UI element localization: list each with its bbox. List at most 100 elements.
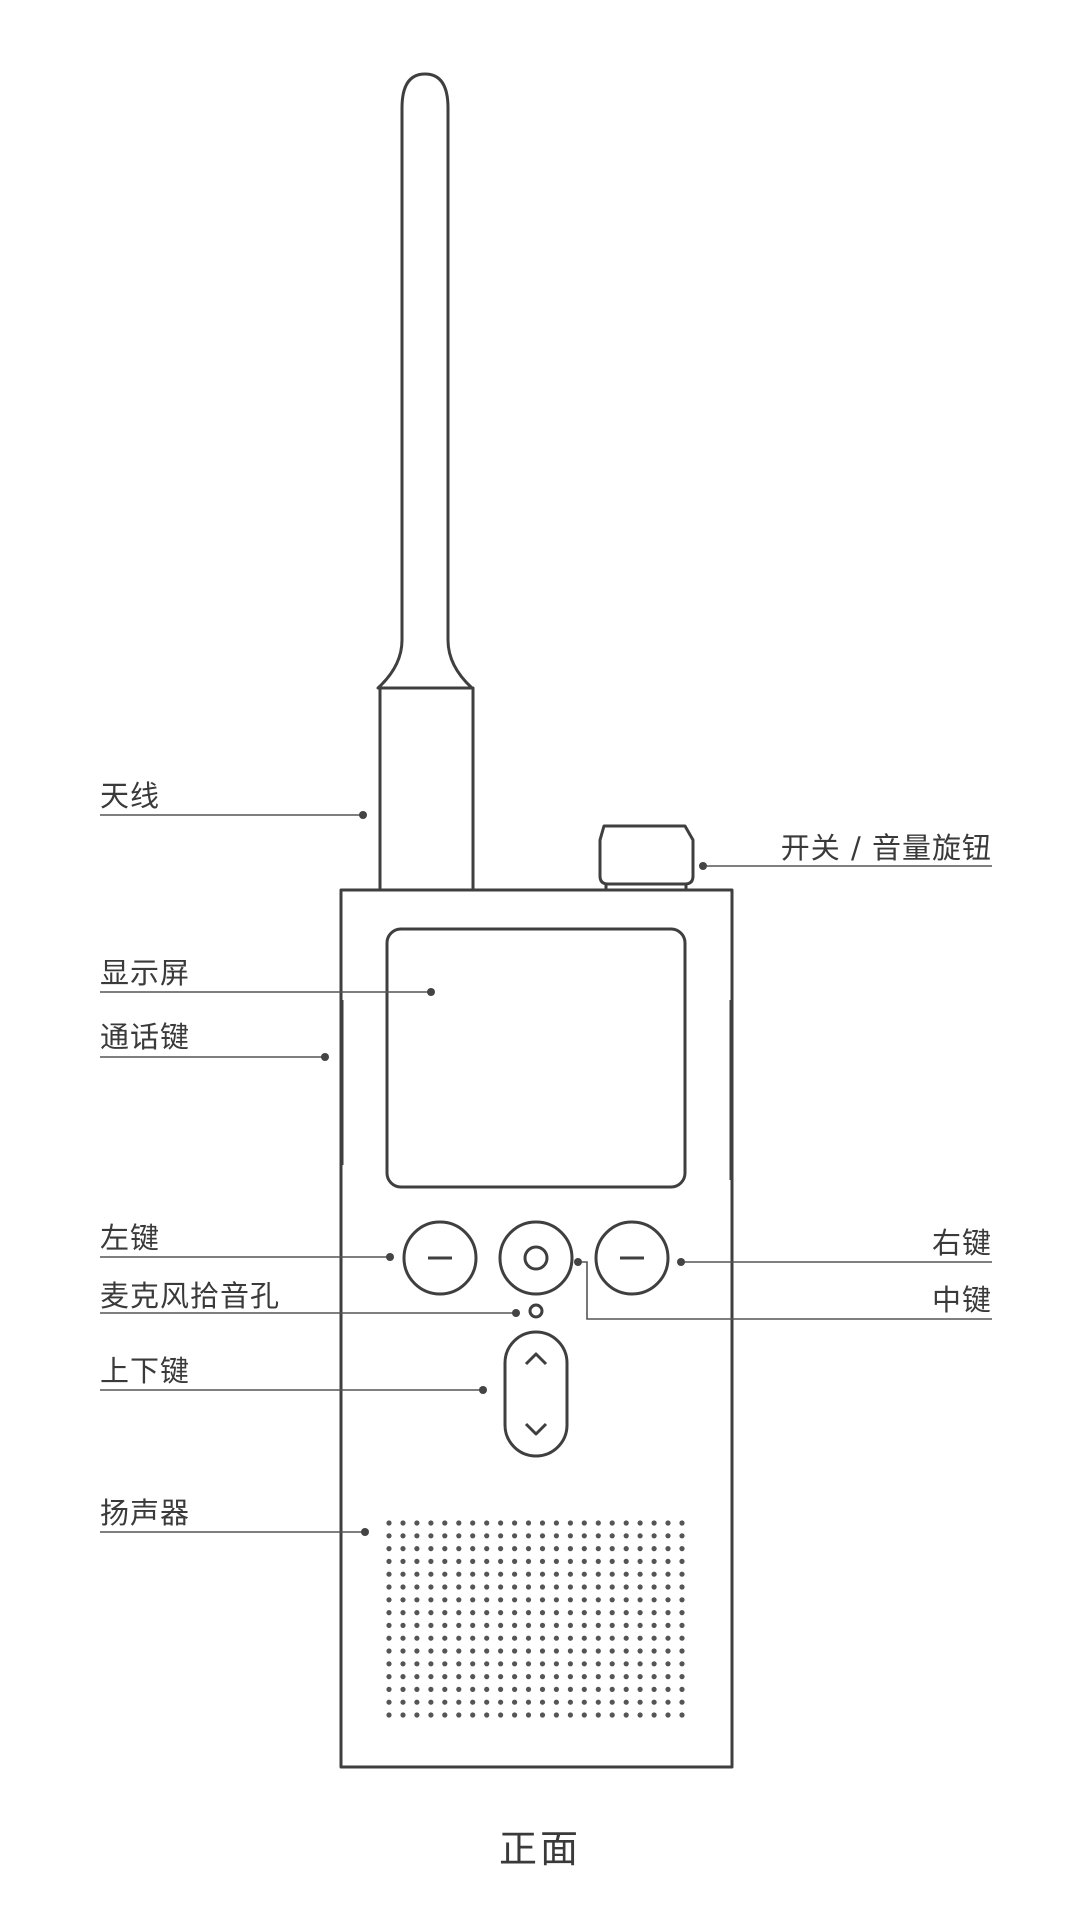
speaker-grille-dot <box>456 1712 462 1718</box>
speaker-grille-dot <box>609 1699 615 1705</box>
speaker-grille-dot <box>386 1622 392 1628</box>
speaker-grille-dot <box>498 1661 504 1667</box>
speaker-grille-dot <box>679 1546 685 1552</box>
speaker-grille-dot <box>442 1571 448 1577</box>
speaker-grille-dot <box>637 1712 643 1718</box>
speaker-grille-dot <box>651 1661 657 1667</box>
speaker-grille-dot <box>470 1546 476 1552</box>
speaker-grille-dot <box>511 1610 518 1616</box>
speaker-grille-dot <box>651 1610 657 1616</box>
walkie-talkie-device <box>339 72 734 1769</box>
speaker-grille-dot <box>665 1674 671 1680</box>
speaker-grille-dot <box>414 1546 420 1552</box>
label-power-volume-knob: 开关 / 音量旋钮 <box>781 831 992 865</box>
speaker-grille-dot <box>428 1699 434 1705</box>
speaker-grille-dot <box>470 1597 476 1603</box>
speaker-grille-dot <box>623 1674 629 1680</box>
speaker-grille-dot <box>442 1610 448 1616</box>
speaker-grille-dot <box>456 1635 462 1641</box>
callout-microphone-hole: 麦克风拾音孔 <box>100 1279 520 1317</box>
speaker-grille-dot <box>665 1558 671 1564</box>
speaker-grille-dot <box>595 1699 601 1705</box>
speaker-grille-dot <box>623 1635 629 1641</box>
speaker-grille-dot <box>679 1571 685 1577</box>
speaker-grille-dot <box>525 1622 532 1628</box>
speaker-grille-dot <box>539 1533 546 1539</box>
speaker-grille-dot <box>581 1661 587 1667</box>
speaker-grille-dot <box>553 1674 560 1680</box>
speaker-grille-dot <box>498 1546 504 1552</box>
speaker-grille-dot <box>553 1558 560 1564</box>
speaker-grille-dot <box>651 1622 657 1628</box>
speaker-grille-dot <box>456 1558 462 1564</box>
speaker-grille-dot <box>400 1546 406 1552</box>
speaker-grille-dot <box>428 1520 434 1526</box>
speaker-grille-dot <box>665 1635 671 1641</box>
speaker-grille-dot <box>456 1661 462 1667</box>
speaker-grille-dot <box>498 1686 504 1692</box>
speaker-grille-dot <box>525 1571 532 1577</box>
speaker-grille-dot <box>511 1712 518 1718</box>
speaker-grille-dot <box>456 1571 462 1577</box>
speaker-grille-dot <box>525 1520 532 1526</box>
speaker-grille-dot <box>442 1699 448 1705</box>
speaker-grille-dot <box>665 1520 671 1526</box>
speaker-grille-dot <box>400 1635 406 1641</box>
speaker-grille-dot <box>484 1558 490 1564</box>
label-right-key: 右键 <box>932 1226 992 1260</box>
speaker-grille-dot <box>651 1571 657 1577</box>
speaker-grille-dot <box>567 1674 574 1680</box>
speaker-grille-dot <box>595 1558 601 1564</box>
speaker-grille-dot <box>428 1661 434 1667</box>
speaker-grille-dot <box>567 1686 574 1692</box>
speaker-grille-dot <box>442 1558 448 1564</box>
speaker-grille-dot <box>623 1558 629 1564</box>
speaker-grille-dot <box>637 1597 643 1603</box>
speaker-grille-dot <box>609 1622 615 1628</box>
speaker-grille-dot <box>539 1584 546 1590</box>
speaker-grille-dot <box>595 1584 601 1590</box>
speaker-grille-dot <box>567 1584 574 1590</box>
speaker-grille-dot <box>498 1648 504 1654</box>
speaker-grille-dot <box>679 1533 685 1539</box>
speaker-grille-dot <box>428 1648 434 1654</box>
speaker-grille-dot <box>470 1558 476 1564</box>
middle-key <box>498 1220 574 1296</box>
speaker-grille-dot <box>470 1520 476 1526</box>
speaker-grille-dot <box>414 1520 420 1526</box>
speaker-grille-dot <box>679 1674 685 1680</box>
speaker-grille-dot <box>414 1686 420 1692</box>
speaker-grille-dot <box>386 1635 392 1641</box>
speaker-grille-dot <box>498 1520 504 1526</box>
speaker-grille-dot <box>651 1699 657 1705</box>
speaker-grille-dot <box>679 1712 685 1718</box>
speaker-grille-dot <box>637 1584 643 1590</box>
speaker-grille-dot <box>414 1558 420 1564</box>
speaker-grille-dot <box>456 1686 462 1692</box>
speaker-grille-dot <box>539 1635 546 1641</box>
speaker-grille-dot <box>428 1712 434 1718</box>
speaker-grille-dot <box>651 1674 657 1680</box>
chevron-up-icon <box>524 1352 548 1366</box>
speaker-grille-dot <box>386 1558 392 1564</box>
speaker-grille-dot <box>665 1546 671 1552</box>
speaker-grille-dot <box>511 1686 518 1692</box>
label-ptt-key: 通话键 <box>100 1020 190 1054</box>
speaker-grille-dot <box>470 1533 476 1539</box>
speaker-grille-dot <box>470 1635 476 1641</box>
speaker-grille-dot <box>567 1712 574 1718</box>
left-key <box>402 1220 478 1296</box>
speaker-grille-dot <box>623 1661 629 1667</box>
speaker-grille-dot <box>553 1712 560 1718</box>
speaker-grille-dot <box>498 1699 504 1705</box>
speaker-grille-dot <box>428 1622 434 1628</box>
speaker-grille-dot <box>679 1699 685 1705</box>
speaker-grille-dot <box>400 1610 406 1616</box>
speaker-grille-dot <box>539 1597 546 1603</box>
speaker-grille-dot <box>623 1648 629 1654</box>
speaker-grille-dot <box>637 1635 643 1641</box>
speaker-grille-dot <box>386 1712 392 1718</box>
speaker-grille-dot <box>679 1661 685 1667</box>
speaker-grille-dot <box>456 1597 462 1603</box>
speaker-grille-dot <box>539 1648 546 1654</box>
